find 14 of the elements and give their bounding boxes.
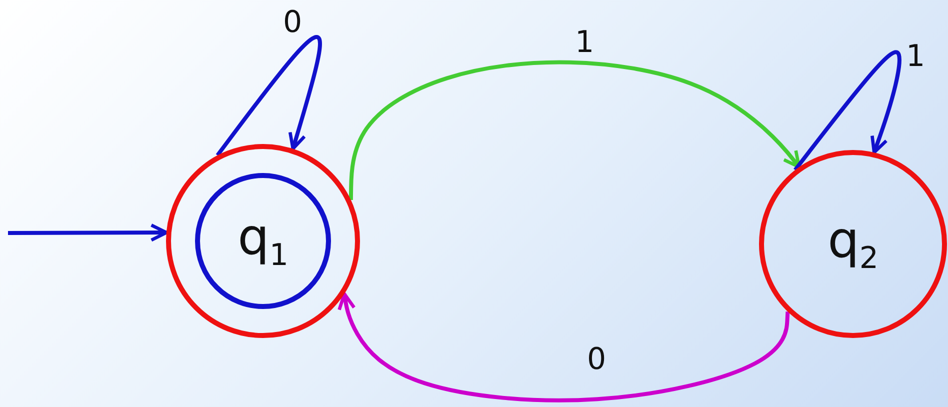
edge-label: 1 [575,28,594,58]
transition-arrow [338,292,790,402]
transition-arrow [8,223,168,242]
transition-arrow [348,60,801,200]
state-circle [195,173,331,309]
state-circle [759,150,947,338]
edge-label: 0 [587,345,606,375]
state-label: q$_{2}$ [828,214,878,274]
edge-label: 1 [906,42,926,72]
accept-state-circle [166,144,360,338]
transition-arrow [794,50,902,172]
transition-arrow [216,35,322,157]
state-label: q$_{1}$ [238,212,288,270]
edge-label: 0 [283,8,302,38]
